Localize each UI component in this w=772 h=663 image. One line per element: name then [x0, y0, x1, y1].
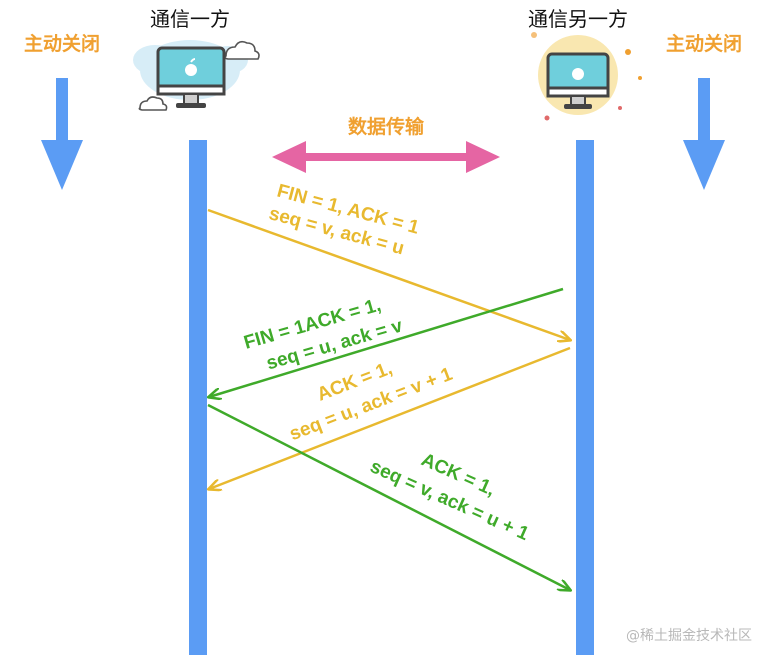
- right-close-label: 主动关闭: [666, 32, 742, 55]
- svg-text:ACK = 1, seq = v, ack =: ACK = 1, seq = v, ack = u + 1: [367, 431, 543, 545]
- svg-text:FIN = 1, ACK = 1 seq = v: FIN = 1, ACK = 1 seq = v, ack = u: [267, 180, 427, 263]
- left-lifeline: [189, 140, 207, 655]
- message-fin-1: FIN = 1, ACK = 1 seq = v, ack = u: [207, 180, 570, 340]
- computer-cloud-icon: [133, 40, 260, 111]
- watermark: @稀土掘金技术社区: [626, 628, 752, 644]
- right-close-arrow: [683, 78, 725, 190]
- right-lifeline: [576, 140, 594, 655]
- message-ack-2: ACK = 1, seq = v, ack = u + 1: [207, 403, 570, 590]
- computer-sun-icon: [531, 32, 642, 121]
- left-party-label: 通信一方: [150, 7, 230, 31]
- left-close-label: 主动关闭: [24, 32, 100, 55]
- data-transfer-arrow: [272, 141, 500, 173]
- data-transfer-label: 数据传输: [348, 115, 425, 138]
- right-party-label: 通信另一方: [528, 7, 628, 31]
- left-close-arrow: [41, 78, 83, 190]
